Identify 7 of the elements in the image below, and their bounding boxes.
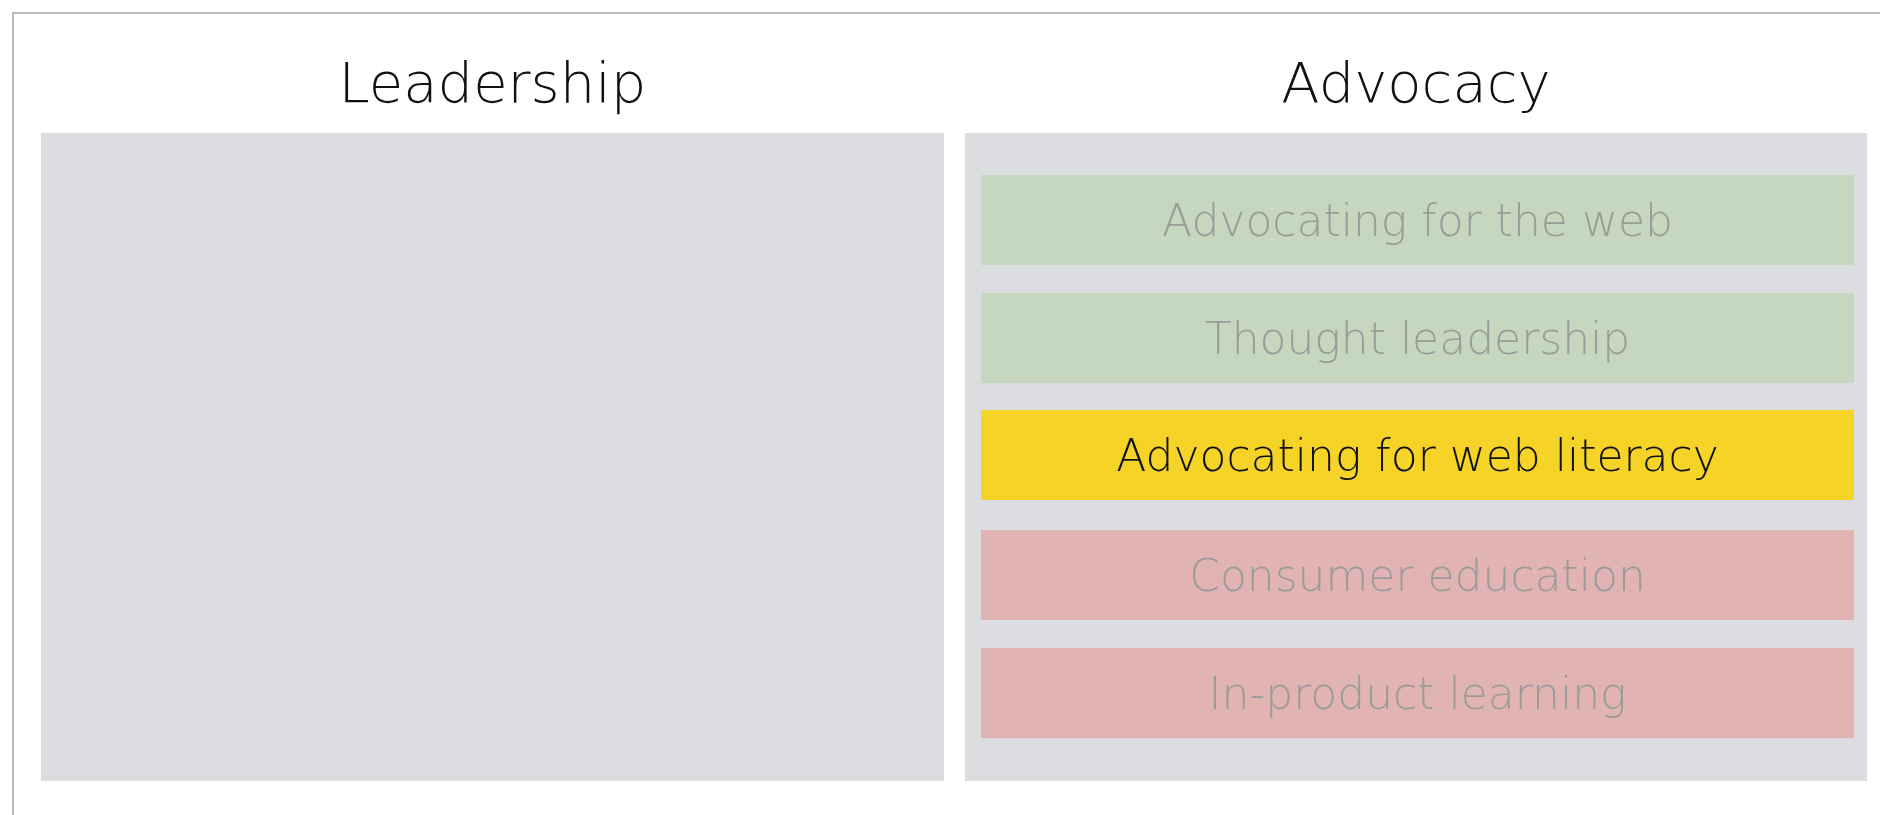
panel-heading: Leadership [337, 49, 648, 117]
category-bar: Advocating for web literacy [981, 410, 1854, 500]
category-bar: Consumer education [981, 530, 1854, 620]
category-bar: Thought leadership [981, 293, 1854, 383]
panel-heading: Advocacy [1280, 49, 1552, 117]
category-bar: Advocating for the web [981, 175, 1854, 265]
category-bar: In-product learning [981, 648, 1854, 738]
